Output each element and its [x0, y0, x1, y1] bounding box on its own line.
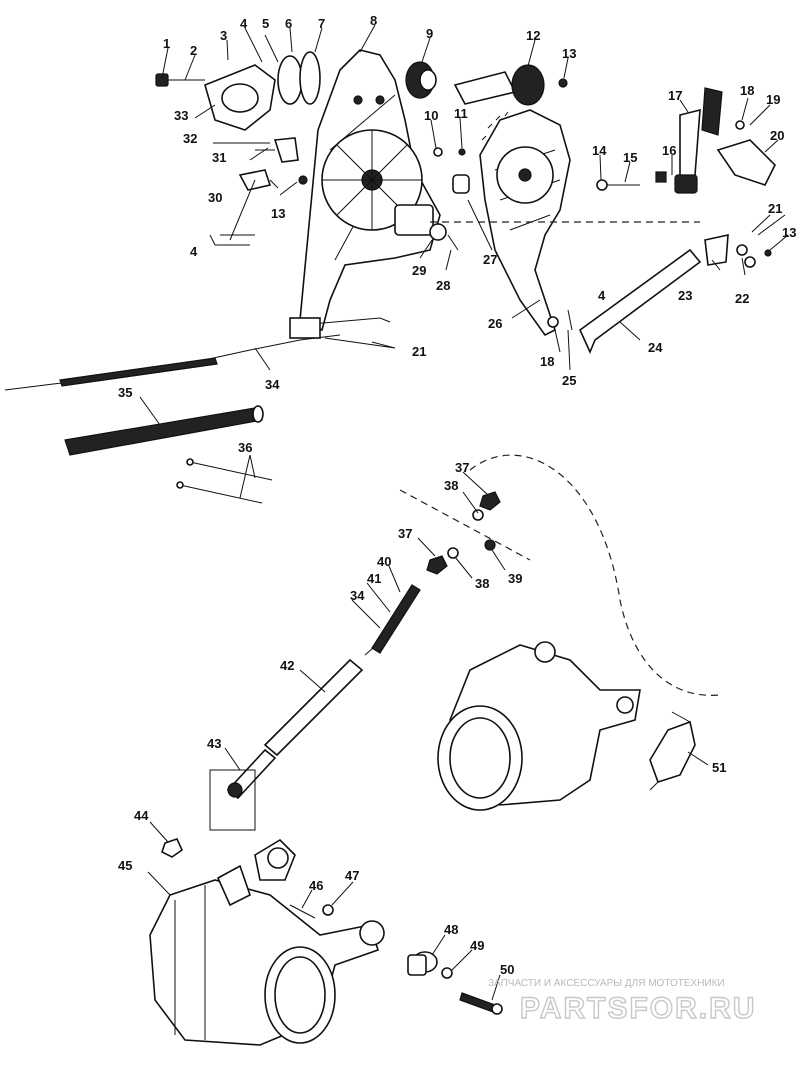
- callout-13c: 13: [271, 206, 285, 221]
- callout-41: 41: [367, 571, 381, 586]
- shift-cable-part: [4, 317, 391, 391]
- callout-4: 4: [240, 16, 248, 31]
- callout-4b: 4: [190, 244, 198, 259]
- linkage-rod-part: [430, 221, 772, 355]
- callout-51: 51: [712, 760, 726, 775]
- callout-21: 21: [768, 201, 782, 216]
- callout-18: 18: [740, 83, 754, 98]
- callout-11: 11: [454, 106, 468, 121]
- callout-7: 7: [318, 16, 325, 31]
- sector-gear-part: [479, 109, 571, 337]
- shift-lever-part: [674, 87, 776, 194]
- pump-housing-part: [437, 641, 641, 811]
- callout-3: 3: [220, 28, 227, 43]
- callout-42: 42: [280, 658, 294, 673]
- callout-30: 30: [208, 190, 222, 205]
- callout-1: 1: [163, 36, 170, 51]
- leader-lines: [139, 24, 789, 1001]
- callout-24: 24: [648, 340, 663, 355]
- callout-19: 19: [766, 92, 780, 107]
- callout-22: 22: [735, 291, 749, 306]
- cable-sleeve-part: [64, 405, 264, 456]
- callout-34: 34: [265, 377, 280, 392]
- shift-plate-part: [299, 49, 441, 332]
- callout-26: 26: [488, 316, 502, 331]
- callout-36: 36: [238, 440, 252, 455]
- nut-washer-set: [426, 491, 501, 575]
- small-hardware: [298, 78, 667, 331]
- callout-39: 39: [508, 571, 522, 586]
- cover-part: [204, 51, 321, 131]
- callout-34b: 34: [350, 588, 365, 603]
- nozzle-hardware: [161, 838, 503, 1015]
- callout-5: 5: [262, 16, 269, 31]
- threaded-end-part: [364, 584, 421, 656]
- callout-15: 15: [623, 150, 637, 165]
- callout-23: 23: [678, 288, 692, 303]
- bolt-part: [155, 73, 205, 87]
- callout-45: 45: [118, 858, 132, 873]
- callout-2: 2: [190, 43, 197, 58]
- callout-16: 16: [662, 143, 676, 158]
- callout-48: 48: [444, 922, 458, 937]
- callout-29: 29: [412, 263, 426, 278]
- callout-6: 6: [285, 16, 292, 31]
- callout-10: 10: [424, 108, 438, 123]
- callout-9: 9: [426, 26, 433, 41]
- watermark-brand: PARTSFOR.RU: [520, 992, 756, 1025]
- callout-33: 33: [174, 108, 188, 123]
- callout-49: 49: [470, 938, 484, 953]
- callout-labels: 1 2 3 4 5 6 7 8 9 10 11 12 13 14 15 16 1…: [118, 13, 796, 977]
- callout-27: 27: [483, 252, 497, 267]
- callout-40: 40: [377, 554, 391, 569]
- callout-32: 32: [183, 131, 197, 146]
- boot-part: [209, 658, 364, 831]
- clip-part: [649, 711, 696, 791]
- cable-route-line: [399, 454, 721, 696]
- callout-44: 44: [134, 808, 149, 823]
- callout-43: 43: [207, 736, 221, 751]
- callout-13b: 13: [782, 225, 796, 240]
- callout-17: 17: [668, 88, 682, 103]
- callout-35: 35: [118, 385, 132, 400]
- callout-50: 50: [500, 962, 514, 977]
- callout-12: 12: [526, 28, 540, 43]
- push-rod-part: [176, 458, 273, 504]
- callout-47: 47: [345, 868, 359, 883]
- watermark-tagline: ЗАПЧАСТИ И АКСЕССУАРЫ ДЛЯ МОТОТЕХНИКИ: [488, 978, 725, 989]
- callout-25: 25: [562, 373, 576, 388]
- drum-gear-part: [405, 61, 545, 106]
- callout-13: 13: [562, 46, 576, 61]
- callout-14: 14: [592, 143, 607, 158]
- callout-46: 46: [309, 878, 323, 893]
- callout-31: 31: [212, 150, 226, 165]
- callout-37b: 37: [398, 526, 412, 541]
- bracket-part: [215, 137, 299, 246]
- callout-18b: 18: [540, 354, 554, 369]
- callout-8: 8: [370, 13, 377, 28]
- callout-37: 37: [455, 460, 469, 475]
- callout-28: 28: [436, 278, 450, 293]
- callout-20: 20: [770, 128, 784, 143]
- callout-4c: 4: [598, 288, 606, 303]
- callout-38: 38: [444, 478, 458, 493]
- watermark: ЗАПЧАСТИ И АКСЕССУАРЫ ДЛЯ МОТОТЕХНИКИ PA…: [488, 978, 756, 1026]
- steering-nozzle-part: [149, 838, 385, 1046]
- callout-21b: 21: [412, 344, 426, 359]
- callout-38b: 38: [475, 576, 489, 591]
